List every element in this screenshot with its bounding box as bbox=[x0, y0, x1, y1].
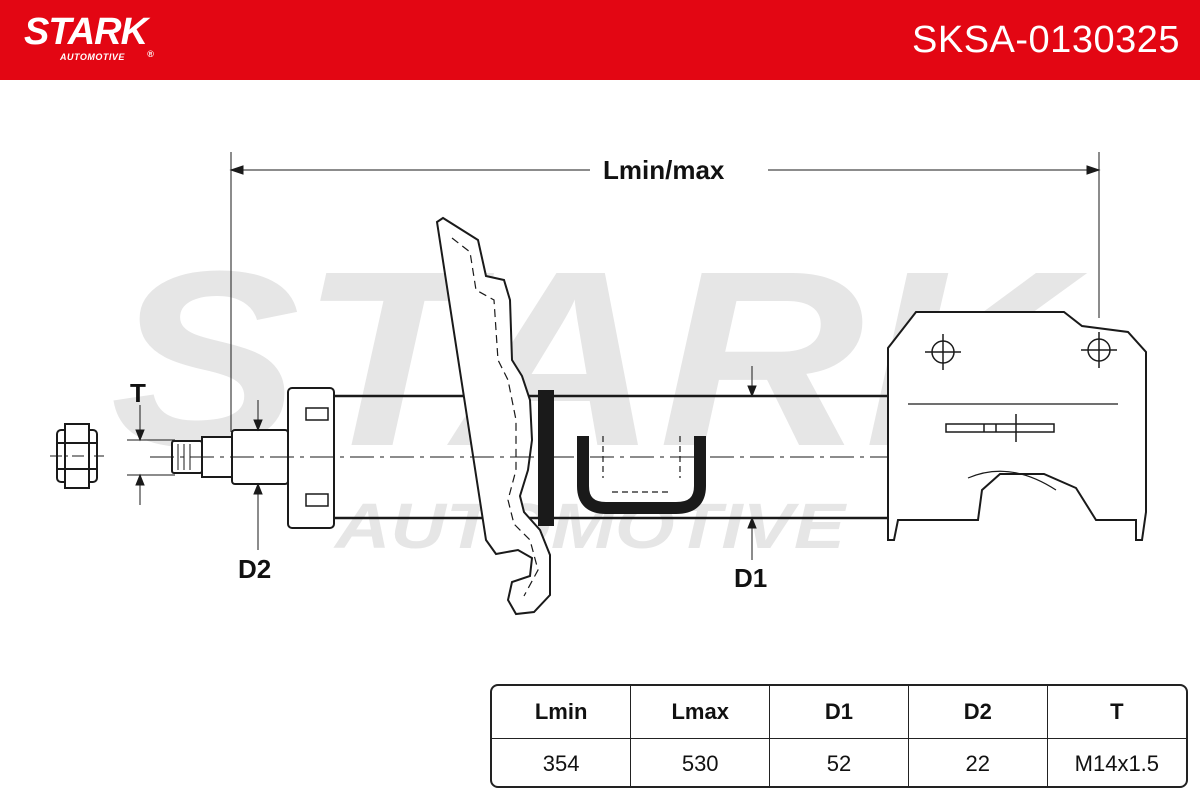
shock-absorber-drawing: STARK AUTOMOTIVE R bbox=[50, 152, 1147, 616]
brand-logo: STARK® bbox=[24, 10, 154, 59]
strut-body-tube bbox=[334, 394, 888, 520]
brand-registered-mark: ® bbox=[147, 49, 154, 59]
mounting-hole-left bbox=[925, 334, 961, 370]
mounting-hole-right bbox=[1081, 332, 1117, 368]
spring-seat-plate bbox=[435, 216, 554, 616]
header-lmin: Lmin bbox=[492, 686, 632, 739]
part-number: SKSA-0130325 bbox=[912, 19, 1180, 61]
brand-subtitle: AUTOMOTIVE bbox=[60, 52, 125, 62]
specs-header-row: Lmin Lmax D1 D2 T bbox=[492, 686, 1186, 739]
header-d1: D1 bbox=[769, 686, 909, 739]
header-t: T bbox=[1046, 686, 1186, 739]
value-lmin: 354 bbox=[492, 738, 632, 786]
length-label: Lmin/max bbox=[603, 155, 725, 185]
value-lmax: 530 bbox=[630, 738, 771, 786]
thread-dimension-line bbox=[127, 405, 175, 505]
rod-diameter-dimension-line bbox=[253, 400, 263, 550]
brand-name-text: STARK bbox=[24, 11, 148, 53]
header-d2: D2 bbox=[907, 686, 1048, 739]
value-t: M14x1.5 bbox=[1046, 738, 1186, 786]
value-d1: 52 bbox=[769, 738, 909, 786]
bracket-slot bbox=[945, 414, 1055, 442]
header-lmax: Lmax bbox=[630, 686, 771, 739]
specs-value-row: 354 530 52 22 M14x1.5 bbox=[492, 738, 1186, 786]
knuckle-bracket bbox=[887, 311, 1147, 541]
length-dimension-line bbox=[229, 152, 1101, 432]
rod-diameter-label: D2 bbox=[238, 554, 272, 584]
value-d2: 22 bbox=[907, 738, 1048, 786]
top-mount-cap bbox=[287, 387, 335, 529]
header-bar: STARK® AUTOMOTIVE SKSA-0130325 bbox=[0, 0, 1200, 80]
body-diameter-label: D1 bbox=[734, 563, 768, 593]
nut-part bbox=[50, 423, 104, 489]
specs-table: Lmin Lmax D1 D2 T 354 530 52 22 M14x1.5 bbox=[490, 684, 1188, 788]
thread-label: T bbox=[130, 378, 146, 408]
body-diameter-dimension-line bbox=[747, 366, 757, 560]
